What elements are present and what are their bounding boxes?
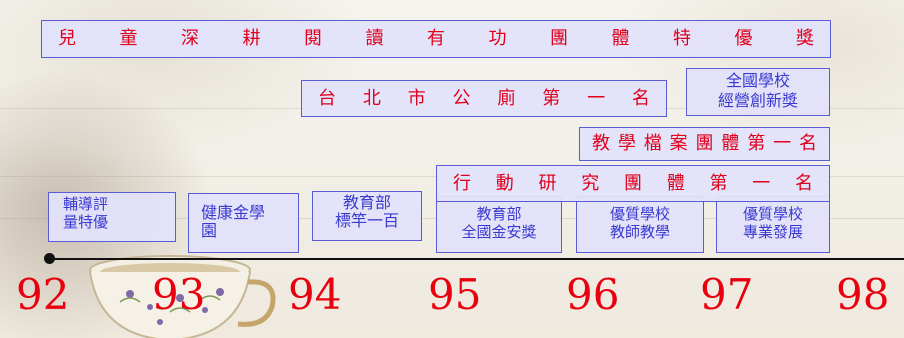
award-char: 功: [488, 28, 507, 49]
award-char: 一: [752, 172, 771, 194]
award-char: 閱: [304, 28, 322, 49]
year-label: 96: [566, 270, 620, 319]
award-char: 研: [538, 172, 557, 194]
year-label: 98: [836, 270, 890, 319]
award-char: 名: [795, 172, 813, 194]
year-label: 94: [288, 270, 342, 319]
award-char: 團: [695, 133, 714, 154]
award-char: 究: [581, 172, 600, 194]
award-char: 體: [611, 28, 630, 49]
award-char: 一: [587, 87, 606, 109]
award-char: 教: [592, 133, 610, 154]
award-char: 耕: [242, 28, 261, 49]
award-moe-benchmark: 教育部 標竿一百: [312, 191, 422, 241]
award-char: 台: [318, 87, 336, 109]
award-char: 體: [721, 133, 740, 154]
award-char: 第: [709, 172, 728, 194]
award-char: 第: [542, 87, 561, 109]
award-children-reading: 兒 童 深 耕 閱 讀 有 功 團 體 特 優 獎: [41, 20, 831, 58]
award-char: 行: [453, 172, 471, 194]
award-teaching-portfolio: 教 學 檔 案 團 體 第 一 名: [579, 127, 830, 161]
award-char: 公: [452, 87, 471, 109]
award-char: 市: [407, 87, 426, 109]
award-char: 動: [495, 172, 514, 194]
award-moe-safety: 教育部 全國金安獎: [436, 196, 562, 253]
award-char: 體: [666, 172, 685, 194]
award-char: 團: [550, 28, 568, 49]
award-char: 團: [624, 172, 642, 194]
award-char: 檔: [643, 133, 662, 154]
award-char: 有: [427, 28, 445, 49]
award-char: 北: [362, 87, 381, 109]
award-char: 深: [181, 28, 199, 49]
award-quality-professional: 優質學校 專業發展: [716, 196, 830, 253]
teacup-icon: [89, 255, 276, 338]
award-taipei-toilet: 台 北 市 公 廁 第 一 名: [301, 80, 667, 117]
award-char: 學: [617, 133, 636, 154]
award-char: 獎: [796, 28, 814, 49]
award-char: 第: [747, 133, 766, 154]
award-action-research: 行 動 研 究 團 體 第 一 名: [436, 165, 830, 202]
award-health-gold: 健康金學 園: [188, 193, 299, 253]
year-label: 97: [700, 270, 754, 319]
award-quality-teaching: 優質學校 教師教學: [576, 196, 704, 253]
award-char: 童: [119, 28, 138, 49]
award-char: 名: [799, 133, 817, 154]
year-label: 95: [428, 270, 482, 319]
timeline-start-dot: [44, 253, 55, 264]
award-char: 讀: [365, 28, 384, 49]
timeline-axis: [48, 258, 904, 260]
year-label: 92: [16, 270, 70, 319]
award-national-school-innovation: 全國學校 經營創新獎: [686, 68, 830, 116]
award-char: 一: [773, 133, 792, 154]
year-label: 93: [152, 270, 206, 319]
award-char: 優: [734, 28, 753, 49]
award-char: 名: [631, 87, 650, 109]
award-counseling-evaluation: 輔導評 量特優: [48, 192, 176, 242]
award-char: 廁: [497, 87, 516, 109]
award-char: 案: [669, 133, 688, 154]
award-char: 兒: [58, 28, 76, 49]
award-char: 特: [673, 28, 691, 49]
